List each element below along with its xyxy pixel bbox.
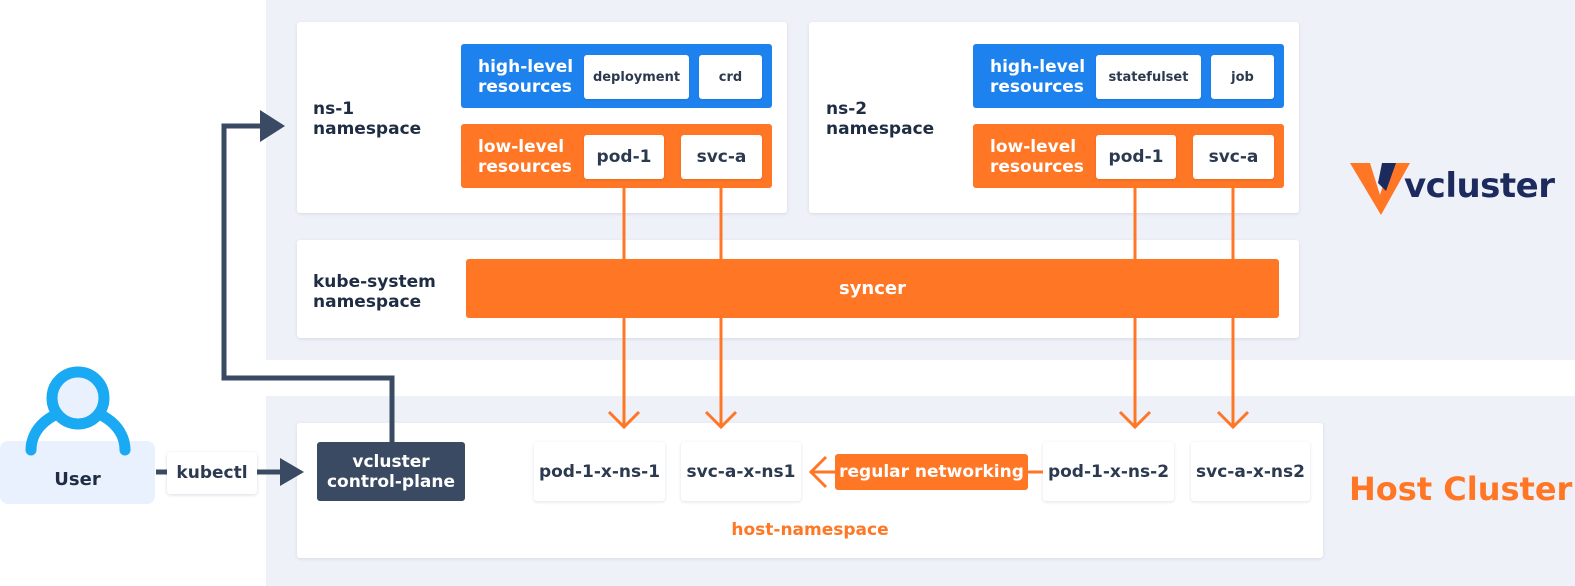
ns2-low-level-label: low-level resources <box>990 137 1084 177</box>
ns1-deployment-chip: deployment <box>584 55 689 99</box>
ns2-svc-a-chip: svc-a <box>1193 135 1274 179</box>
ns2-namespace-label: ns-2 namespace <box>826 99 935 139</box>
host-svc-a-x-ns2: svc-a-x-ns2 <box>1191 442 1310 501</box>
kube-system-namespace-label: kube-system namespace <box>313 272 436 312</box>
ns1-svc-a-chip: svc-a <box>681 135 762 179</box>
ns1-pod-1-chip: pod-1 <box>584 135 664 179</box>
kubectl-label: kubectl <box>167 452 257 494</box>
host-svc-a-x-ns1: svc-a-x-ns1 <box>681 442 801 501</box>
ns1-namespace-label: ns-1 namespace <box>313 99 422 139</box>
ns2-statefulset-chip: statefulset <box>1096 55 1201 99</box>
regular-networking-label: regular networking <box>835 454 1028 490</box>
ns1-low-level-label: low-level resources <box>478 137 572 177</box>
host-cluster-title: Host Cluster <box>1349 470 1573 508</box>
vcluster-brand-name: vcluster <box>1404 166 1555 206</box>
ns2-pod-1-chip: pod-1 <box>1096 135 1176 179</box>
host-pod-1-x-ns-2: pod-1-x-ns-2 <box>1043 442 1174 501</box>
ns2-job-chip: job <box>1211 55 1274 99</box>
vcluster-control-plane-box: vcluster control-plane <box>317 442 465 501</box>
ns1-crd-chip: crd <box>699 55 762 99</box>
vcluster-logo-icon <box>1348 161 1414 217</box>
ns2-high-level-label: high-level resources <box>990 57 1086 97</box>
host-namespace-label: host-namespace <box>731 520 889 540</box>
host-pod-1-x-ns-1: pod-1-x-ns-1 <box>534 442 665 501</box>
syncer-bar: syncer <box>466 259 1279 318</box>
ns1-high-level-label: high-level resources <box>478 57 574 97</box>
user-icon <box>25 362 131 458</box>
